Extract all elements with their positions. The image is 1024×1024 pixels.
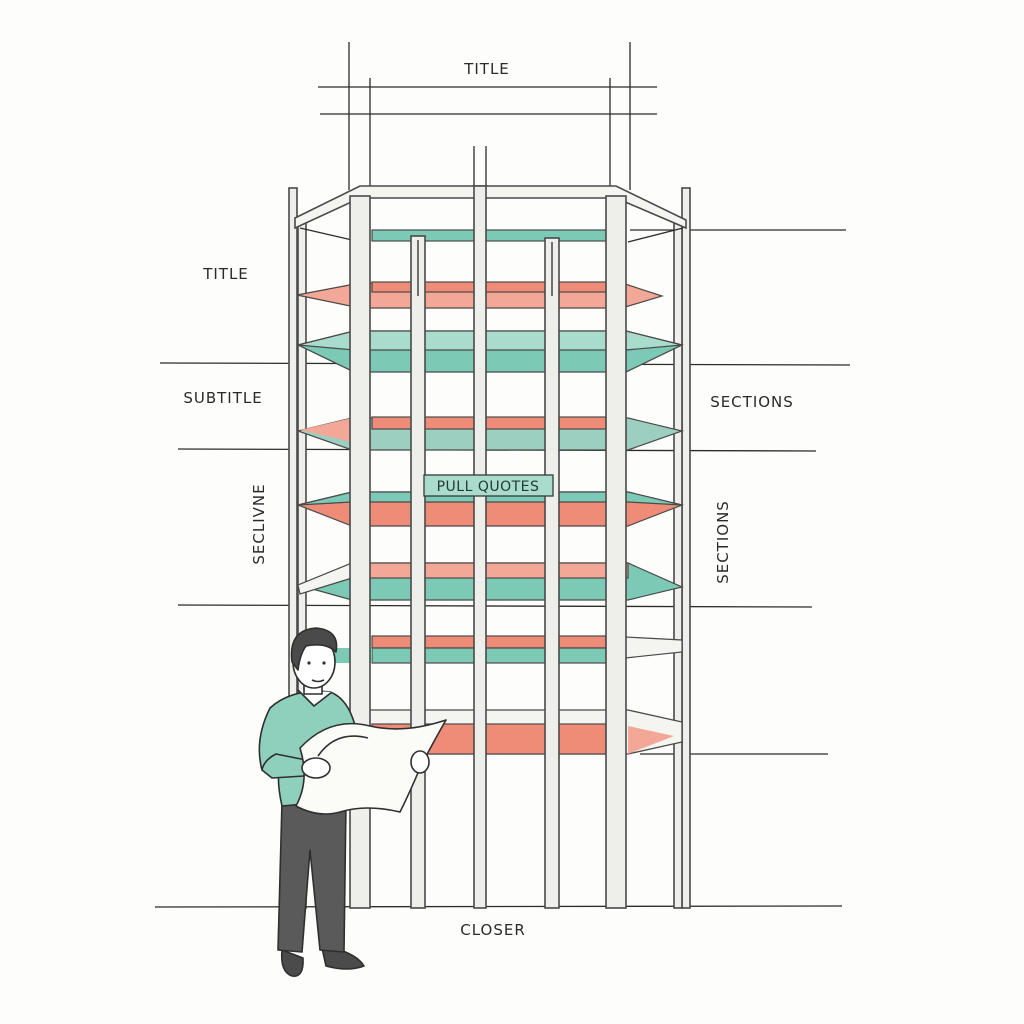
label-left-vertical: SECLIVNE	[250, 483, 268, 564]
blueprint-fold	[317, 735, 369, 757]
label-top-title: TITLE	[463, 60, 510, 78]
right-hand	[410, 750, 430, 774]
left-shoe	[280, 949, 304, 977]
pull-quotes-box	[423, 474, 554, 497]
pull-quotes-label: PULL QUOTES	[437, 479, 540, 495]
slab-7-coral	[371, 635, 607, 649]
column-3	[473, 185, 487, 909]
right-shoe	[321, 947, 365, 970]
right-eye	[322, 661, 326, 665]
column-2	[410, 235, 426, 909]
mouth	[311, 679, 325, 683]
roof-underside	[299, 227, 353, 241]
blueprint-sheet	[295, 719, 447, 815]
label-left-title: TITLE	[202, 265, 249, 283]
roof-underside-r	[627, 227, 684, 243]
person-figure	[258, 627, 447, 977]
column-4	[544, 237, 560, 909]
guide-line-ground	[154, 905, 843, 908]
trousers	[277, 799, 347, 953]
slab-7-teal	[371, 647, 607, 664]
slab-1-teal	[371, 229, 607, 242]
label-left-subtitle: SUBTITLE	[183, 389, 262, 407]
slab-8-coral-right	[628, 726, 674, 754]
slab-4-coral-left	[300, 418, 352, 442]
post-right-outer	[673, 217, 683, 909]
post-far-right	[681, 187, 691, 909]
hair	[290, 627, 338, 671]
label-right-sections: SECTIONS	[710, 393, 794, 411]
label-bottom-closer: CLOSER	[460, 921, 526, 939]
slab-2-coral-front	[371, 281, 607, 293]
guide-line-h3	[177, 604, 813, 608]
labels: TITLE TITLE SUBTITLE SECTIONS SECLIVNE S…	[183, 60, 794, 939]
roof-slab	[294, 185, 687, 230]
column-5	[605, 195, 627, 909]
label-right-vertical: SECTIONS	[714, 500, 732, 584]
left-eye	[307, 661, 311, 665]
pull-quotes-tag: PULL QUOTES	[423, 474, 554, 497]
slab-6-coral	[351, 562, 629, 579]
left-hand	[301, 757, 331, 779]
slab-4-coral	[371, 416, 607, 430]
